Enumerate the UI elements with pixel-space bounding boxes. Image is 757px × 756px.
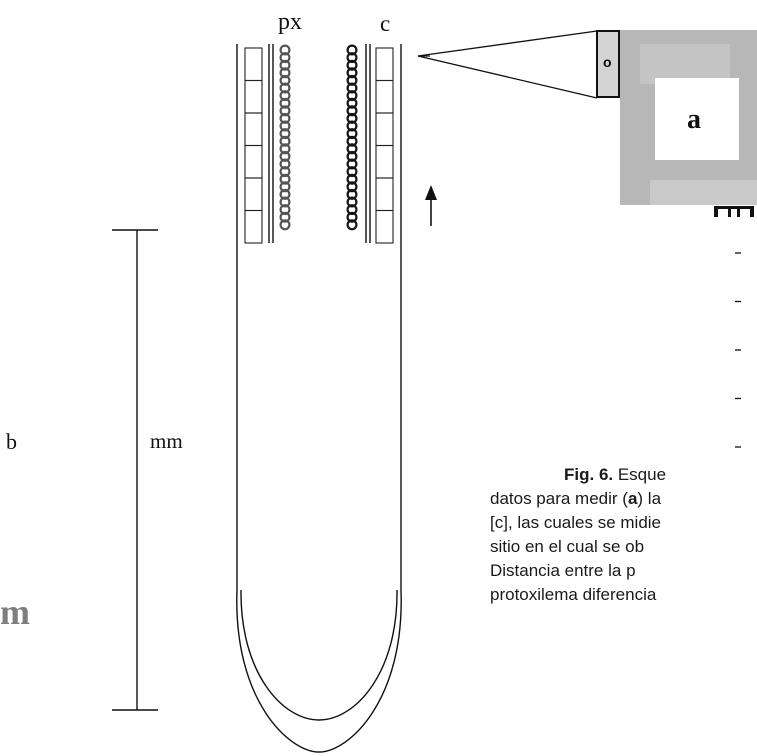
protoxylem-cell (279, 188, 291, 200)
protoxylem-cell (279, 143, 291, 155)
root-cap-inner (240, 589, 398, 721)
protoxylem-cell (279, 67, 291, 79)
protoxylem-cell (279, 105, 291, 117)
cortex-cells-left (244, 47, 263, 244)
cell (375, 144, 394, 179)
protoxylem-cell (279, 52, 291, 64)
inset-a-box: a (655, 78, 739, 160)
caption-line-1-text: Esque (613, 465, 667, 484)
caption-line-1: Fig. 6. Esque (490, 463, 757, 487)
caption-fig-label: Fig. 6. (564, 465, 614, 484)
label-m: m (0, 592, 30, 632)
protoxylem-cell (346, 67, 358, 79)
cell (244, 209, 263, 244)
cell (244, 177, 263, 212)
protoxylem-chain-right (346, 44, 358, 231)
caption-line-4: sitio en el cual se ob (490, 537, 645, 556)
cell (375, 177, 394, 212)
cell (375, 79, 394, 114)
caption-line-2: datos para medir (a) la (490, 487, 757, 511)
magnified-inset: a (620, 30, 757, 205)
protoxylem-cell (279, 82, 291, 94)
protoxylem-cell (346, 196, 358, 208)
root-cap-outer (236, 589, 402, 753)
protoxylem-cell (346, 90, 358, 102)
cell (375, 112, 394, 147)
cell (244, 79, 263, 114)
protoxylem-cell (346, 59, 358, 71)
cell (244, 112, 263, 147)
protoxylem-cell (346, 97, 358, 109)
inset-bottom-bars (714, 206, 754, 217)
label-px: px (278, 9, 302, 35)
root-outline (236, 44, 402, 753)
protoxylem-cell (346, 128, 358, 140)
protoxylem-cell (346, 143, 358, 155)
protoxylem-cell (279, 166, 291, 178)
protoxylem-cell (279, 44, 291, 56)
protoxylem-cell (279, 173, 291, 185)
protoxylem-cell (346, 120, 358, 132)
up-arrow-icon (425, 185, 437, 226)
protoxylem-cell (346, 211, 358, 223)
protoxylem-chain-left (279, 44, 291, 231)
cell (375, 209, 394, 244)
protoxylem-cell (346, 44, 358, 56)
inset-texture-lower (650, 180, 757, 205)
inset-o-label: o (603, 54, 612, 70)
protoxylem-cell (346, 181, 358, 193)
protoxylem-cell (279, 74, 291, 86)
protoxylem-cell (279, 135, 291, 147)
protoxylem-cell (346, 135, 358, 147)
protoxylem-cell (346, 112, 358, 124)
protoxylem-cell (346, 150, 358, 162)
caption-line-2-pre: datos para medir ( (490, 489, 628, 508)
protoxylem-cell (279, 211, 291, 223)
caption-line-5: Distancia entre la p (490, 561, 636, 580)
protoxylem-cell (279, 120, 291, 132)
caption-line-2-post: ) la (637, 489, 662, 508)
label-b: b (6, 429, 17, 454)
protoxylem-cell (279, 59, 291, 71)
protoxylem-cell (346, 105, 358, 117)
protoxylem-cell (346, 204, 358, 216)
cell (375, 47, 394, 82)
protoxylem-cell (279, 150, 291, 162)
tick-marks (735, 252, 741, 448)
cortex-cells-right (375, 47, 394, 244)
inset-o-box: o (596, 30, 620, 98)
protoxylem-cell (346, 219, 358, 231)
scale-bar (112, 229, 158, 711)
label-mm: mm (150, 429, 183, 453)
protoxylem-cell (279, 204, 291, 216)
inset-texture (640, 44, 730, 84)
cell (244, 144, 263, 179)
caption-line-3: [c], las cuales se midie (490, 513, 662, 532)
protoxylem-cell (346, 74, 358, 86)
protoxylem-cell (279, 90, 291, 102)
protoxylem-cell (279, 112, 291, 124)
label-c: c (380, 11, 391, 36)
protoxylem-cell (346, 173, 358, 185)
protoxylem-cell (279, 181, 291, 193)
caption-line-6: protoxilema diferencia (490, 585, 657, 604)
protoxylem-cell (279, 219, 291, 231)
inset-a-label: a (687, 104, 701, 135)
protoxylem-cell (346, 82, 358, 94)
protoxylem-cell (279, 158, 291, 170)
protoxylem-cell (346, 52, 358, 64)
caption-line-2-bold: a (627, 489, 638, 508)
protoxylem-cell (279, 196, 291, 208)
magnifier-cone (417, 30, 598, 99)
protoxylem-cell (279, 128, 291, 140)
figure-caption: Fig. 6. Esque datos para medir (a) la [c… (490, 463, 757, 607)
protoxylem-cell (346, 188, 358, 200)
cell (244, 47, 263, 82)
protoxylem-cell (346, 158, 358, 170)
protoxylem-cell (346, 166, 358, 178)
protoxylem-cell (279, 97, 291, 109)
